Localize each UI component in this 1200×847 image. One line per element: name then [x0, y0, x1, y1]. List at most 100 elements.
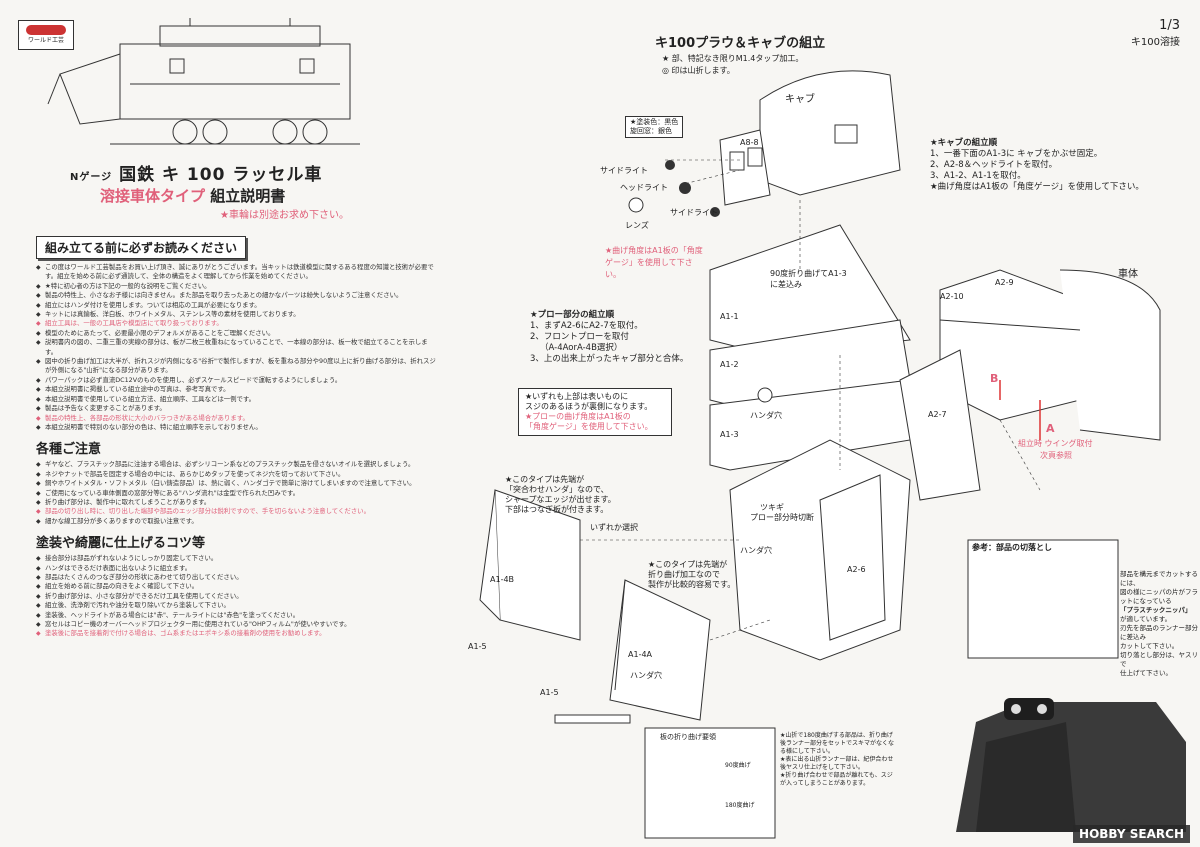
list-item: ★特に初心者の方は下記の一般的な説明をご覧ください。 — [36, 282, 436, 292]
list-item: 折り曲げ部分は、製作中に取れてしまうことがあります。 — [36, 498, 436, 508]
assembly-diagram: キ100プラウ＆キャブの組立 ★ 部、特記なき限りM1.4タップ加工。 ◎ 印は… — [440, 20, 1200, 847]
surface-note: 「角度ゲージ」を使用して下さい。 — [525, 422, 653, 431]
label-a1-4a: A1-4A — [628, 650, 653, 659]
label-a1-4b: A1-4B — [490, 575, 515, 584]
cab-step: 3、A1-2、A1-1を取付。 — [930, 171, 1026, 181]
bend-180: 180度曲げ — [725, 802, 755, 809]
cab-steps-title: ★キャブの組立順 — [930, 138, 998, 148]
label-tsukagi: ツキギ — [760, 503, 784, 512]
label-a8-8: A8-8 — [740, 138, 759, 147]
plow-step: 2、フロントプローを取付 — [530, 332, 629, 342]
section-painting-tips: 塗装や綺麗に仕上げるコツ等 — [36, 536, 206, 552]
legend-tap: ★ 部、特記なき限りM1.4タップ加工。 — [662, 54, 804, 63]
cab-step: 1、一番下面のA1-3に キャブをかぶせ固定。 — [930, 149, 1103, 159]
list-item: 製品の特性上、各部品の形状に大小のバラつきがある場合があります。 — [36, 414, 436, 424]
section-before-assembly: 組み立てる前に必ずお読みください — [36, 236, 247, 259]
ref-line: 図の様にニッパの片がフラットになっている — [1120, 588, 1198, 605]
label-a2-7: A2-7 — [928, 410, 947, 419]
painting-tips-list: 接合部分は部品がずれないようにしっかり固定して下さい。 ハンダはできるだけ表面に… — [36, 554, 436, 639]
list-item: 塗装後に部品を接着剤で付ける場合は、ゴム系またはエポキシ系の接着剤の使用をお勧め… — [36, 629, 436, 639]
label-a1-5b: A1-5 — [540, 688, 559, 697]
legend-fold: ◎ 印は山折します。 — [662, 66, 735, 75]
model-code: キ100溶接 — [1130, 37, 1180, 48]
list-item: 銅やホワイトメタル・ソフトメタル（白い鋳造部品）は、熱に弱く、ハンダゴテで簡単に… — [36, 479, 436, 489]
maker-logo: ワールド工芸 — [18, 20, 74, 50]
list-item: ギヤなど、プラスチック部品に注油する場合は、必ずシリコーン系などのプラスチック製… — [36, 460, 436, 470]
bend-note: ★山折で180度曲げする部品は、折り曲げ後ランナー部分をセットでスキマがなくなる… — [780, 732, 895, 755]
watermark: HOBBY SEARCH — [1073, 825, 1190, 843]
surface-note: ★いずれも上部は表いものに — [525, 392, 629, 401]
ref-line: 「プラスチックニッパ」 — [1120, 606, 1192, 614]
paint-box: ★塗装色：黒色 旋回窓：銀色 — [625, 116, 684, 138]
label-side-light-1: サイドライト — [600, 166, 648, 175]
list-item: 模型のためにあたって、必要最小限のデフォルメがあることをご理解ください。 — [36, 329, 436, 339]
wing-note-2: 次頁参照 — [1040, 451, 1072, 460]
label-a2-6: A2-6 — [847, 565, 866, 574]
paint-window: 旋回窓：銀色 — [630, 127, 672, 135]
bend-note: ★折り曲げ合わせで部品が離れても、スジが入ってしまうことがあります。 — [780, 772, 893, 787]
cab-steps: ★キャブの組立順 1、一番下面のA1-3に キャブをかぶせ固定。 2、A2-8＆… — [930, 138, 1144, 193]
list-item: 部品はたくさんのつなぎ部分の形状にあわせて切り出してください。 — [36, 573, 436, 583]
plow-step: 3、上の出来上がったキャブ部分と合体。 — [530, 354, 689, 364]
list-item: ハンダはできるだけ表面に出ないように組立ます。 — [36, 564, 436, 574]
plow-step: 1、まずA2-6にA2-7を取付。 — [530, 321, 643, 331]
mark-b: B — [990, 372, 999, 385]
surface-note: スジのあるほうが裏側になります。 — [525, 402, 653, 411]
sharp-note: 「突合わせハンダ」なので、 — [505, 485, 609, 494]
sharp-note: ★このタイプは先端が — [505, 475, 585, 484]
before-assembly-list: この度はワールド工芸製品をお買い上げ頂き、誠にありがとうございます。当キットは鉄… — [36, 263, 436, 433]
list-item: ご使用になっている車体側面の窓部分等にある"ハンダ流れ"は金型で作られた凹みです… — [36, 489, 436, 499]
sharp-note: 下部はつなぎ板が付きます。 — [505, 505, 609, 514]
ref-line: 刃先を部品のランナー部分に差込み — [1120, 624, 1198, 641]
list-item: 説明書内の図の、二重三重の実線の部分は、板が二枚三枚重ねになっていることで、一本… — [36, 338, 436, 357]
surface-note: ★プローの曲げ角度はA1板の — [525, 412, 631, 421]
angle-note: ★曲げ角度はA1板の「角度ゲージ」を使用して下さい。 — [605, 246, 703, 279]
label-a1-2: A1-2 — [720, 360, 739, 369]
surface-box: ★いずれも上部は表いものに スジのあるほうが裏側になります。 ★プローの曲げ角度… — [518, 388, 672, 436]
product-photo — [956, 682, 1186, 832]
label-a2-9: A2-9 — [995, 278, 1014, 287]
label-a2-10: A2-10 — [940, 292, 964, 301]
list-item: 図中の折り曲げ加工は大半が、折れスジが内側になる"谷折"で製作しますが、板を重ね… — [36, 357, 436, 376]
locomotive-drawing — [47, 18, 360, 145]
list-item: 組立を始める前に部品の向きをよく確認して下さい。 — [36, 582, 436, 592]
cab-step: 2、A2-8＆ヘッドライトを取付。 — [930, 160, 1058, 170]
list-item: 部品の切り出し時に、切り出した端部や部品のエッジ部分は鋭利ですので、手を切らない… — [36, 507, 436, 517]
list-item: 本組立説明書に掲載している組立途中の写真は、参考写真です。 — [36, 385, 436, 395]
bend-note: ★表に出る山折ランナー部は、紀伊合わせ後ヤスリ仕上げをして下さい。 — [780, 756, 894, 771]
ref-line: 切り落とし部分は、ヤスリで — [1120, 651, 1198, 668]
list-item: 接合部分は部品がずれないようにしっかり固定して下さい。 — [36, 554, 436, 564]
list-item: 製品は予告なく変更することがあります。 — [36, 404, 436, 414]
ref-line: 部品を構元までカットするには、 — [1120, 570, 1198, 587]
label-solder-hole-3: ハンダ穴 — [740, 546, 772, 555]
label-a1-1: A1-1 — [720, 312, 739, 321]
cab-step: ★曲げ角度はA1板の「角度ゲージ」を使用して下さい。 — [930, 182, 1144, 192]
label-head-light: ヘッドライト — [620, 183, 668, 192]
mark-a: A — [1046, 422, 1055, 435]
sharp-type-note: ★このタイプは先端が 「突合わせハンダ」なので、 シャープなエッジが出せます。 … — [505, 475, 616, 515]
instructions-column: 組み立てる前に必ずお読みください この度はワールド工芸製品をお買い上げ頂き、誠に… — [36, 236, 436, 639]
paint-color: ★塗装色：黒色 — [630, 118, 679, 126]
title-sub-black: 組立説明書 — [210, 187, 286, 205]
list-item: 組立工具は、一般の工具店や模型店にて取り扱っております。 — [36, 319, 436, 329]
ref-text: 部品を構元までカットするには、 図の様にニッパの片がフラットになっている 「プラ… — [1120, 570, 1198, 678]
title-line: Nゲージ 国鉄 キ 100 ラッセル車 — [70, 160, 349, 185]
label-solder-hole-1: ハンダ穴 — [750, 411, 782, 420]
list-item: 組立後、洗浄剤で汚れや油分を取り除いてから塗装して下さい。 — [36, 601, 436, 611]
list-item: 細かな線工部分が多くありますので取扱い注意です。 — [36, 517, 436, 527]
cautions-list: ギヤなど、プラスチック部品に注油する場合は、必ずシリコーン系などのプラスチック製… — [36, 460, 436, 526]
exploded-view-drawing — [479, 70, 1161, 839]
title-sub-pink: 溶接車体タイプ — [100, 187, 206, 205]
choose-label: いずれか選択 — [590, 523, 638, 532]
list-item: 本組立説明書で特別のない部分の色は、特に組立順序を示しておりません。 — [36, 423, 436, 433]
list-item: 製品の特性上、小さなお子様には向きません。また部品を取り去ったあとの細かなパーツ… — [36, 291, 436, 301]
label-a1-5: A1-5 — [468, 642, 487, 651]
ref-line: カットして下さい。 — [1120, 642, 1179, 650]
plow-steps: ★プロー部分の組立順 1、まずA2-6にA2-7を取付。 2、フロントプローを取… — [530, 310, 688, 365]
ref-line: が適しています。 — [1120, 615, 1172, 623]
fold-note: ★このタイプは先端が — [648, 560, 728, 569]
sharp-note: シャープなエッジが出せます。 — [505, 495, 616, 504]
fold-type-note: ★このタイプは先端が 折り曲げ加工なので 製作が比較的容易です。 — [648, 560, 735, 590]
label-lens: レンズ — [625, 221, 649, 230]
bend-note: 90度折り曲げてA1-3に差込み — [770, 269, 847, 289]
